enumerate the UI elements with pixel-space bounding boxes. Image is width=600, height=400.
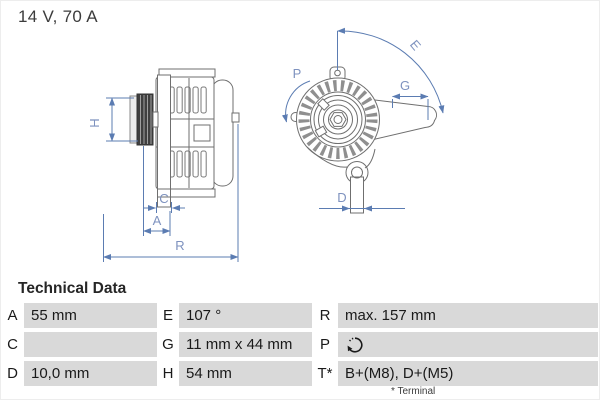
rotation-direction-icon — [347, 336, 363, 353]
spec-key-t: T* — [312, 361, 338, 386]
technical-data-heading: Technical Data — [18, 280, 127, 297]
dim-label-r: R — [175, 238, 184, 253]
spec-key-a: A — [1, 303, 24, 328]
spec-key-p: P — [312, 332, 338, 357]
dim-label-c: C — [159, 191, 168, 206]
spec-value-p — [338, 332, 598, 357]
alternator-body-front — [290, 66, 437, 214]
dim-label-h: H — [87, 118, 102, 127]
pulley — [129, 93, 159, 146]
technical-data-table: A 55 mm E 107 ° R max. 157 mm C G 11 mm … — [1, 303, 598, 386]
mounting-arm — [157, 74, 171, 208]
spec-key-r: R — [312, 303, 338, 328]
spec-key-g: G — [157, 332, 179, 357]
spec-value-c — [24, 332, 157, 357]
spec-value-r: max. 157 mm — [338, 303, 598, 328]
spec-key-d: D — [1, 361, 24, 386]
dim-label-a: A — [153, 213, 162, 228]
spec-key-c: C — [1, 332, 24, 357]
alternator-side-view-drawing: H C A R — [87, 68, 240, 262]
dim-label-g: G — [400, 78, 410, 93]
spec-value-d: 10,0 mm — [24, 361, 157, 386]
spec-value-t: B+(M8), D+(M5) — [338, 361, 598, 386]
voltage-amperage-title: 14 V, 70 A — [18, 7, 98, 26]
spec-value-g: 11 mm x 44 mm — [179, 332, 312, 357]
dim-label-p: P — [293, 66, 302, 81]
spec-key-e: E — [157, 303, 179, 328]
spec-key-h: H — [157, 361, 179, 386]
spec-value-a: 55 mm — [24, 303, 157, 328]
side-view-dimensions: H C A R — [87, 97, 239, 262]
spec-value-h: 54 mm — [179, 361, 312, 386]
terminal-footnote: * Terminal — [391, 386, 436, 397]
dim-label-e: E — [407, 37, 424, 54]
dim-label-d: D — [337, 190, 346, 205]
spec-value-e: 107 ° — [179, 303, 312, 328]
alternator-front-view-drawing: E P G D — [281, 27, 445, 214]
